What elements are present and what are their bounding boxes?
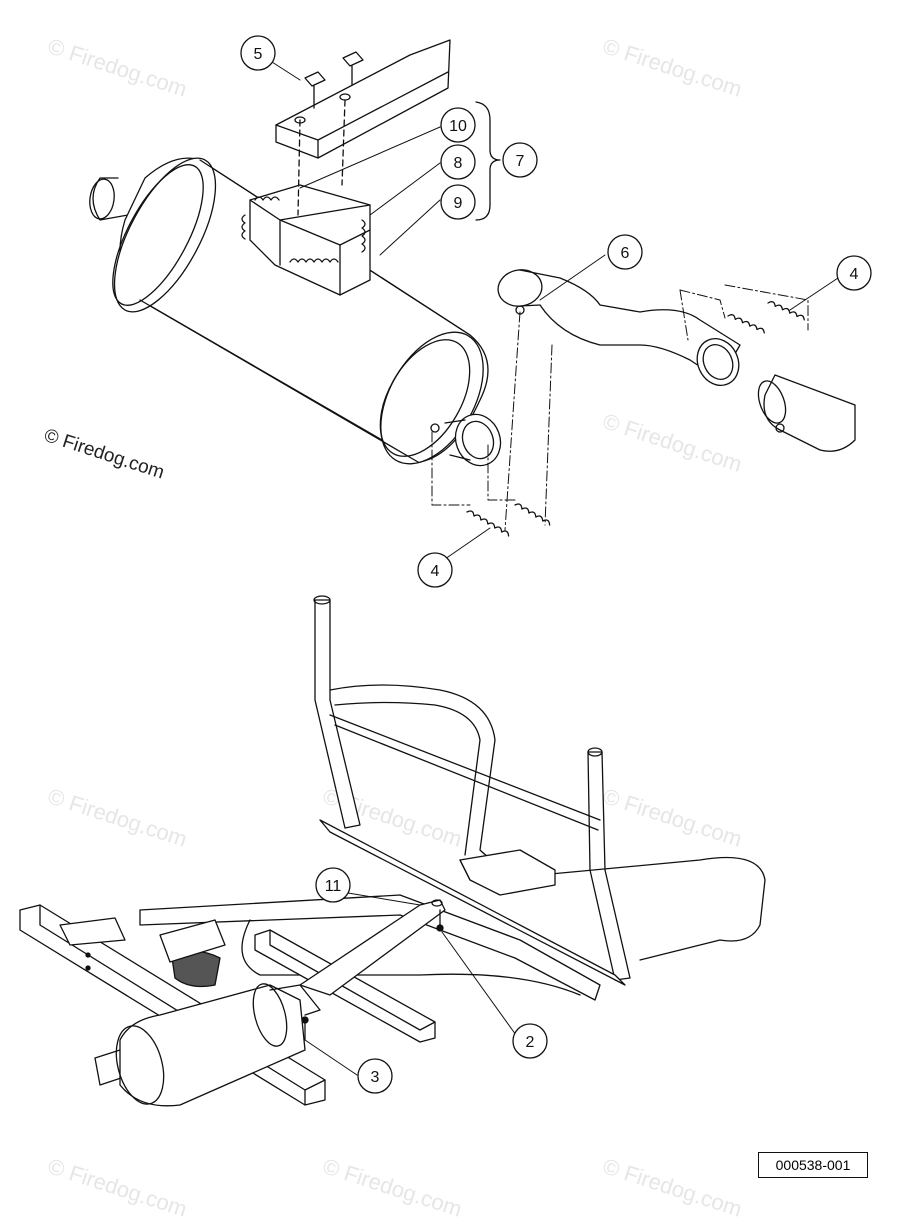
callout-8: 8 bbox=[440, 144, 476, 180]
muffler bbox=[89, 157, 502, 467]
callout-label: 5 bbox=[254, 46, 263, 63]
callout-10: 10 bbox=[440, 107, 476, 143]
callout-3: 3 bbox=[357, 1058, 393, 1094]
callout-label: 3 bbox=[371, 1069, 380, 1086]
callout-4: 4 bbox=[417, 552, 453, 588]
alignment-lines bbox=[431, 284, 809, 531]
callout-4: 4 bbox=[836, 255, 872, 291]
group-brace bbox=[475, 101, 501, 221]
frame bbox=[139, 595, 766, 1001]
spring bbox=[514, 503, 551, 526]
callout-6: 6 bbox=[607, 234, 643, 270]
callout-label: 9 bbox=[454, 195, 463, 212]
frame-rail bbox=[254, 929, 436, 1043]
tailpipe bbox=[757, 374, 856, 452]
bolt bbox=[297, 71, 326, 216]
mounting-plate bbox=[275, 39, 451, 159]
callout-label: 10 bbox=[449, 118, 467, 135]
spring bbox=[466, 510, 510, 537]
callout-11: 11 bbox=[315, 867, 351, 903]
spring bbox=[767, 301, 805, 321]
muffler-installed bbox=[94, 983, 321, 1107]
exhaust-pipe bbox=[497, 269, 741, 386]
bolt bbox=[341, 51, 364, 186]
reference-code: 000538-001 bbox=[758, 1152, 868, 1178]
muffler-support bbox=[299, 899, 446, 996]
callout-label: 7 bbox=[516, 153, 525, 170]
callout-label: 8 bbox=[454, 155, 463, 172]
callout-5: 5 bbox=[240, 35, 276, 71]
spring bbox=[727, 314, 765, 334]
callout-2: 2 bbox=[512, 1023, 548, 1059]
callout-label: 2 bbox=[526, 1034, 535, 1051]
callout-label: 4 bbox=[431, 563, 440, 580]
callout-9: 9 bbox=[440, 184, 476, 220]
engine-mount bbox=[59, 917, 226, 988]
callout-label: 11 bbox=[325, 878, 342, 895]
callout-label: 4 bbox=[850, 266, 859, 283]
callout-label: 6 bbox=[621, 245, 630, 262]
callout-7: 7 bbox=[502, 142, 538, 178]
